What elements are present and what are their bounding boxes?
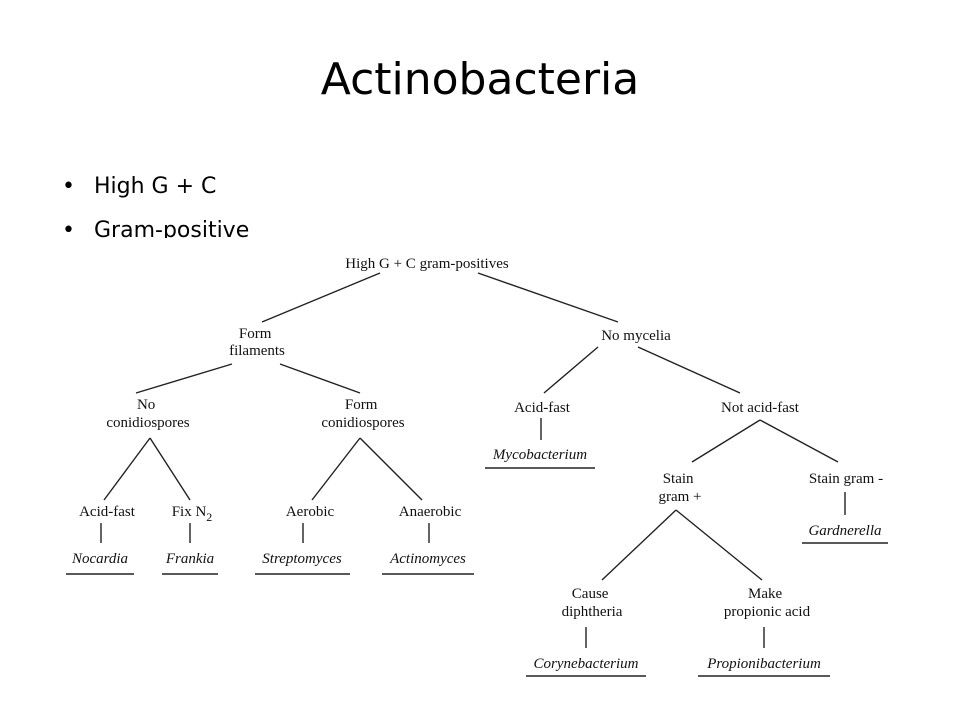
node-stain-gram-pos-line1: Stain xyxy=(663,471,694,487)
genus-mycobacterium: Mycobacterium xyxy=(492,447,587,463)
node-no-mycelia: No mycelia xyxy=(601,328,671,344)
bullet-list: • High G + C • Gram-positive xyxy=(62,176,249,260)
bullet-dot-icon: • xyxy=(62,220,75,238)
edge-noconid-fixn2 xyxy=(149,437,191,501)
node-make-propionic-line2: propionic acid xyxy=(724,604,811,620)
node-acid-fast-left: Acid-fast xyxy=(79,504,136,520)
node-fix-n2-text: Fix N xyxy=(172,504,207,520)
node-no-conidiospores-line1: No xyxy=(137,397,155,413)
bullet-item: • High G + C xyxy=(62,176,249,198)
edge-formconid-aerobic xyxy=(311,437,361,501)
node-form-conidiospores: Form conidiospores xyxy=(321,397,404,431)
node-no-conidiospores-line2: conidiospores xyxy=(106,415,189,431)
genus-nocardia: Nocardia xyxy=(71,551,128,567)
edge-formconid-anaerobic xyxy=(359,437,423,501)
genus-underlines xyxy=(66,467,888,677)
edge-root-filaments xyxy=(261,272,381,323)
bullet-item: • Gram-positive xyxy=(62,220,249,238)
genus-corynebacterium: Corynebacterium xyxy=(534,656,639,672)
genus-streptomyces: Streptomyces xyxy=(262,551,342,567)
genus-actinomyces: Actinomyces xyxy=(389,551,466,567)
node-stain-gram-pos: Stain gram + xyxy=(658,471,701,505)
node-make-propionic-line1: Make xyxy=(748,586,782,602)
node-make-propionic: Make propionic acid xyxy=(724,586,811,620)
genus-gardnerella: Gardnerella xyxy=(808,523,881,539)
node-aerobic: Aerobic xyxy=(286,504,335,520)
edge-grampos-propionic xyxy=(675,509,763,581)
edge-mycelia-notacidfast xyxy=(637,346,741,394)
node-cause-diphtheria-line2: diphtheria xyxy=(562,604,623,620)
node-acid-fast-right: Acid-fast xyxy=(514,400,571,416)
edge-filaments-noconid xyxy=(135,363,233,394)
node-stain-gram-pos-line2: gram + xyxy=(658,489,701,505)
node-form-filaments: Form filaments xyxy=(229,326,285,359)
node-form-conidiospores-line1: Form xyxy=(345,397,378,413)
bullet-text: Gram-positive xyxy=(94,220,250,238)
node-fix-n2-subscript: 2 xyxy=(206,510,212,524)
node-form-filaments-line2: filaments xyxy=(229,343,285,359)
slide-title: Actinobacteria xyxy=(320,54,640,105)
edge-root-mycelia xyxy=(477,272,619,323)
node-root: High G + C gram-positives xyxy=(345,256,509,272)
node-not-acid-fast: Not acid-fast xyxy=(721,400,800,416)
edge-notacid-staingramneg xyxy=(759,419,839,463)
node-stain-gram-neg: Stain gram - xyxy=(809,471,883,487)
genus-propionibacterium: Propionibacterium xyxy=(706,656,821,672)
edge-notacid-staingrampos xyxy=(691,419,761,463)
edge-mycelia-acidfast xyxy=(543,346,599,394)
node-cause-diphtheria: Cause diphtheria xyxy=(562,586,623,620)
node-fix-n2: Fix N2 xyxy=(172,504,213,524)
genus-frankia: Frankia xyxy=(165,551,214,567)
node-cause-diphtheria-line1: Cause xyxy=(572,586,609,602)
edge-grampos-diphtheria xyxy=(601,509,677,581)
node-anaerobic: Anaerobic xyxy=(399,504,462,520)
bullet-text: High G + C xyxy=(94,174,217,199)
tree-connectors xyxy=(100,272,846,648)
node-form-filaments-line1: Form xyxy=(239,326,272,342)
edge-filaments-formconid xyxy=(279,363,361,394)
bullet-dot-icon: • xyxy=(62,174,75,199)
node-no-conidiospores: No conidiospores xyxy=(106,397,189,431)
node-form-conidiospores-line2: conidiospores xyxy=(321,415,404,431)
edge-noconid-acidfast xyxy=(103,437,151,501)
